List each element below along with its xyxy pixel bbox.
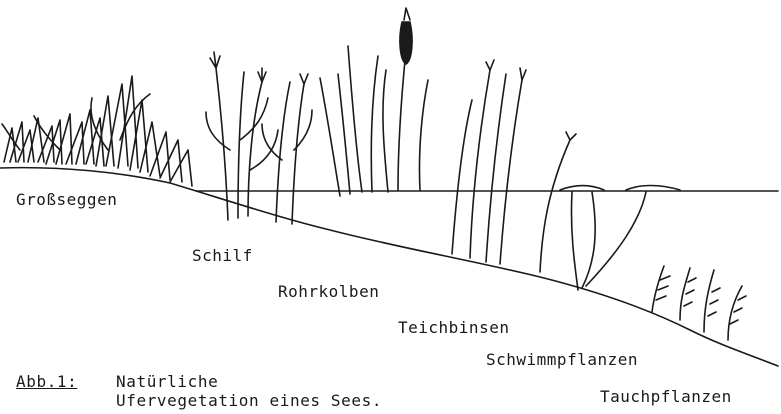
figure-reference: Abb.1: — [16, 372, 77, 391]
caption-line-2: Ufervegetation eines Sees. — [116, 391, 382, 410]
caption-line-1: Natürliche — [116, 372, 218, 391]
cattail-plants — [320, 8, 428, 196]
rush-stems — [452, 60, 576, 272]
zone-label-schilf: Schilf — [192, 246, 253, 265]
zone-label-tauchpflanzen: Tauchpflanzen — [600, 387, 732, 406]
zone-label-schwimmpflanzen: Schwimmpflanzen — [486, 350, 638, 369]
floating-plants — [560, 186, 680, 291]
zone-label-rohrkolben: Rohrkolben — [278, 282, 379, 301]
zone-label-grossseggen: Großseggen — [16, 190, 117, 209]
sedge-tussock — [2, 76, 192, 186]
submerged-plants — [652, 266, 746, 340]
zone-label-teichbinsen: Teichbinsen — [398, 318, 509, 337]
